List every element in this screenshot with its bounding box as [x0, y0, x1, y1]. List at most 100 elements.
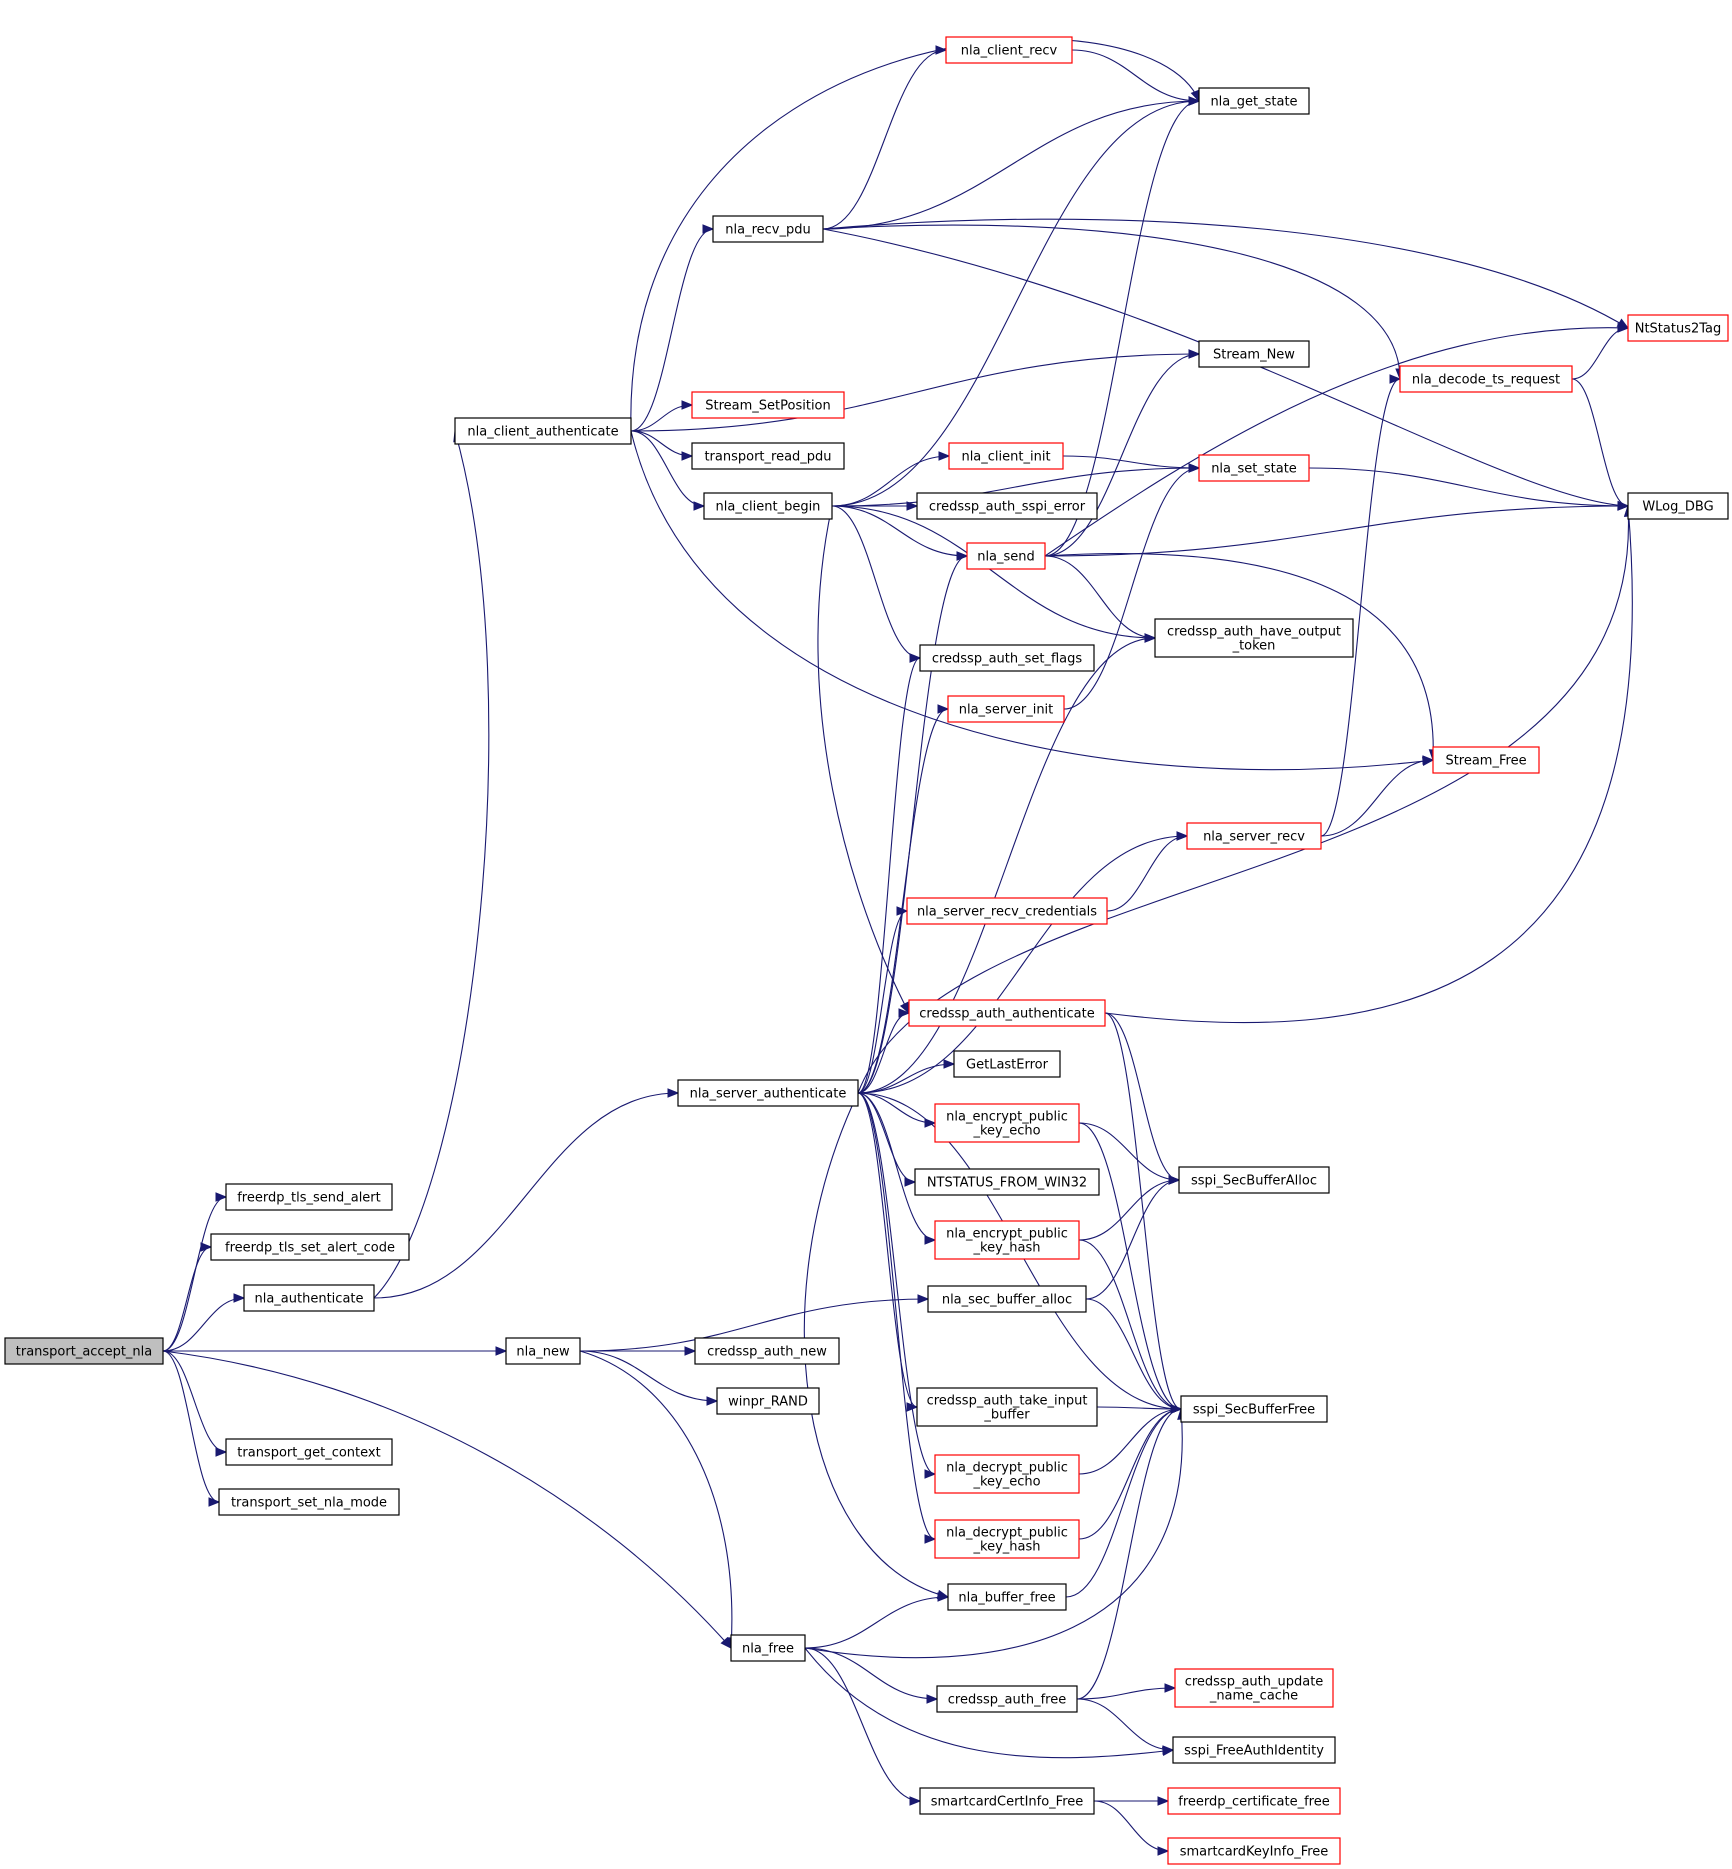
- node-label: nla_client_begin: [716, 500, 821, 515]
- node-nla_send[interactable]: nla_send: [966, 542, 1046, 570]
- node-NTSTATUS_FROM_WIN32[interactable]: NTSTATUS_FROM_WIN32: [914, 1168, 1100, 1196]
- node-sspi_SecBufferAlloc[interactable]: sspi_SecBufferAlloc: [1178, 1166, 1330, 1194]
- node-label: nla_buffer_free: [958, 1591, 1055, 1606]
- node-nla_encrypt_public_key_hash[interactable]: nla_encrypt_public_key_hash: [934, 1220, 1080, 1260]
- node-nla_client_begin[interactable]: nla_client_begin: [703, 492, 833, 520]
- node-box: [243, 1284, 375, 1312]
- node-nla_server_init[interactable]: nla_server_init: [947, 695, 1065, 723]
- node-label: transport_get_context: [237, 1446, 380, 1461]
- node-nla_server_recv_credentials[interactable]: nla_server_recv_credentials: [906, 897, 1108, 925]
- arrowhead: [684, 1346, 697, 1356]
- node-nla_decrypt_public_key_echo[interactable]: nla_decrypt_public_key_echo: [934, 1454, 1080, 1494]
- node-credssp_auth_free[interactable]: credssp_auth_free: [936, 1685, 1078, 1713]
- edge-line: [1093, 1800, 1169, 1852]
- node-nla_decrypt_public_key_hash[interactable]: nla_decrypt_public_key_hash: [934, 1519, 1080, 1559]
- node-nla_authenticate[interactable]: nla_authenticate: [243, 1284, 375, 1312]
- node-box: [218, 1488, 400, 1516]
- node-nla_decode_ts_request[interactable]: nla_decode_ts_request: [1399, 365, 1573, 393]
- edge-nla_send-to-NtStatus2Tag: [1044, 322, 1630, 557]
- node-smartcardKeyInfo_Free[interactable]: smartcardKeyInfo_Free: [1167, 1837, 1341, 1865]
- node-nla_client_recv[interactable]: nla_client_recv: [945, 36, 1073, 64]
- node-transport_read_pdu[interactable]: transport_read_pdu: [691, 442, 845, 470]
- node-label: nla_client_authenticate: [467, 425, 618, 440]
- node-Stream_Free[interactable]: Stream_Free: [1432, 746, 1540, 774]
- node-credssp_auth_new[interactable]: credssp_auth_new: [694, 1337, 840, 1365]
- edge-line: [857, 1092, 936, 1540]
- edge-nla_server_recv-to-Stream_Free: [1320, 755, 1435, 837]
- edge-line: [1071, 49, 1200, 102]
- node-nla_get_state[interactable]: nla_get_state: [1198, 87, 1310, 115]
- arrowhead: [917, 1294, 930, 1304]
- edge-transport_accept_nla-to-freerdp_tls_set_alert_code: [162, 1242, 213, 1352]
- edge-line: [857, 637, 1156, 1094]
- arrowhead: [904, 1177, 917, 1187]
- edge-nla_server_authenticate-to-nla_encrypt_public_key_hash: [857, 1092, 937, 1245]
- node-transport_accept_nla[interactable]: transport_accept_nla: [4, 1337, 164, 1365]
- edges-layer: [162, 38, 1634, 1856]
- node-sspi_SecBufferFree[interactable]: sspi_SecBufferFree: [1180, 1395, 1328, 1423]
- node-nla_client_init[interactable]: nla_client_init: [948, 442, 1064, 470]
- arrowhead: [702, 224, 715, 234]
- edge-line: [831, 505, 1156, 639]
- edge-nla_server_authenticate-to-nla_server_init: [857, 704, 950, 1094]
- node-transport_set_nla_mode[interactable]: transport_set_nla_mode: [218, 1488, 400, 1516]
- edge-nla_recv_pdu-to-NtStatus2Tag: [822, 218, 1630, 329]
- node-credssp_auth_sspi_error[interactable]: credssp_auth_sspi_error: [916, 492, 1098, 520]
- node-Stream_New[interactable]: Stream_New: [1198, 340, 1310, 368]
- node-box: [1172, 1736, 1336, 1764]
- edge-line: [1076, 1687, 1176, 1700]
- node-nla_recv_pdu[interactable]: nla_recv_pdu: [712, 215, 824, 243]
- arrowhead: [935, 45, 948, 55]
- node-label: nla_server_recv: [1203, 830, 1305, 845]
- node-NtStatus2Tag[interactable]: NtStatus2Tag: [1627, 314, 1729, 342]
- node-Stream_SetPosition[interactable]: Stream_SetPosition: [691, 391, 845, 419]
- node-nla_sec_buffer_alloc[interactable]: nla_sec_buffer_alloc: [927, 1285, 1087, 1313]
- node-nla_set_state[interactable]: nla_set_state: [1198, 454, 1310, 482]
- node-credssp_auth_authenticate[interactable]: credssp_auth_authenticate: [908, 999, 1106, 1027]
- edge-line: [1104, 1012, 1182, 1410]
- node-credssp_auth_have_output_token[interactable]: credssp_auth_have_output_token: [1154, 618, 1354, 658]
- node-winpr_RAND[interactable]: winpr_RAND: [716, 1387, 820, 1415]
- edge-nla_server_authenticate-to-nla_server_recv: [857, 831, 1189, 1094]
- edge-nla_client_authenticate-to-Stream_New: [630, 349, 1201, 432]
- edge-credssp_auth_free-to-sspi_FreeAuthIdentity: [1076, 1698, 1175, 1755]
- edge-line: [1063, 467, 1200, 710]
- edge-line: [1078, 1408, 1182, 1475]
- edge-line: [1062, 455, 1200, 469]
- node-nla_new[interactable]: nla_new: [505, 1337, 581, 1365]
- node-nla_encrypt_public_key_echo[interactable]: nla_encrypt_public_key_echo: [934, 1103, 1080, 1143]
- edge-line: [1044, 100, 1200, 557]
- edge-smartcardCertInfo_Free-to-freerdp_certificate_free: [1094, 1796, 1170, 1806]
- node-credssp_auth_set_flags[interactable]: credssp_auth_set_flags: [919, 644, 1095, 672]
- node-freerdp_certificate_free[interactable]: freerdp_certificate_free: [1167, 1787, 1341, 1815]
- edge-nla_free-to-smartcardCertInfo_Free: [804, 1647, 922, 1806]
- edge-nla_server_authenticate-to-nla_server_recv_credentials: [857, 906, 909, 1094]
- node-nla_server_authenticate[interactable]: nla_server_authenticate: [677, 1079, 859, 1107]
- node-nla_free[interactable]: nla_free: [730, 1634, 806, 1662]
- node-sspi_FreeAuthIdentity[interactable]: sspi_FreeAuthIdentity: [1172, 1736, 1336, 1764]
- edge-line: [630, 353, 1200, 432]
- edge-line: [831, 505, 968, 557]
- node-nla_buffer_free[interactable]: nla_buffer_free: [947, 1583, 1067, 1611]
- node-freerdp_tls_send_alert[interactable]: freerdp_tls_send_alert: [225, 1183, 393, 1211]
- arrowhead: [1389, 374, 1402, 384]
- node-GetLastError[interactable]: GetLastError: [953, 1050, 1061, 1078]
- node-label: nla_client_init: [961, 450, 1050, 465]
- node-label: nla_client_recv: [961, 44, 1058, 59]
- edge-credssp_auth_free-to-credssp_auth_update_name_cache: [1076, 1683, 1177, 1700]
- arrowhead: [681, 451, 694, 461]
- node-credssp_auth_update_name_cache[interactable]: credssp_auth_update_name_cache: [1174, 1668, 1334, 1708]
- node-WLog_DBG[interactable]: WLog_DBG: [1627, 492, 1729, 520]
- node-freerdp_tls_set_alert_code[interactable]: freerdp_tls_set_alert_code: [210, 1233, 410, 1261]
- node-credssp_auth_take_input_buffer[interactable]: credssp_auth_take_input_buffer: [916, 1387, 1098, 1427]
- arrowhead: [208, 1497, 221, 1507]
- arrowhead: [693, 501, 706, 511]
- edge-line: [857, 708, 949, 1094]
- node-transport_get_context[interactable]: transport_get_context: [225, 1438, 393, 1466]
- node-label: credssp_auth_sspi_error: [929, 500, 1086, 515]
- node-nla_client_authenticate[interactable]: nla_client_authenticate: [454, 417, 632, 445]
- node-box: [677, 1079, 859, 1107]
- edge-nla_server_recv_credentials-to-nla_server_recv: [1106, 831, 1189, 912]
- node-smartcardCertInfo_Free[interactable]: smartcardCertInfo_Free: [919, 1787, 1095, 1815]
- node-nla_server_recv[interactable]: nla_server_recv: [1186, 822, 1322, 850]
